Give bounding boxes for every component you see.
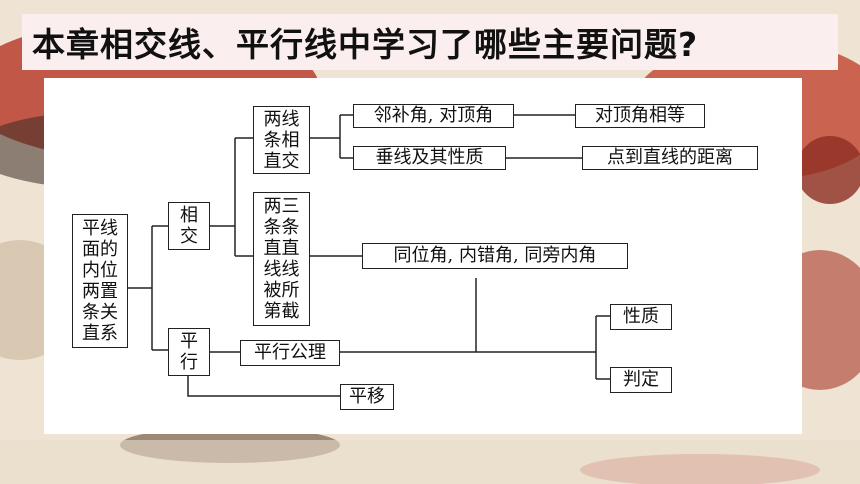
concept-map-panel: 平线 面的 内位 两置 条关 直系 相 交 平 行 两线 条相 直交 两三 条条… [44,78,802,434]
vertical-equal-label: 对顶角相等 [595,105,685,126]
angle-types-node: 同位角, 内错角, 同旁内角 [362,243,628,269]
properties-node: 性质 [610,304,672,330]
translation-label: 平移 [349,386,385,407]
point-line-distance-node: 点到直线的距离 [582,146,758,170]
adjacent-vertical-label: 邻补角, 对顶角 [373,105,494,126]
parallel-node: 平 行 [168,328,210,376]
perpendicular-label: 垂线及其性质 [375,147,484,168]
three-lines-label: 两三 条条 直直 线线 被所 第截 [263,196,300,322]
parallel-label: 平 行 [180,331,198,373]
intersect-node: 相 交 [168,202,210,250]
root-node: 平线 面的 内位 两置 条关 直系 [72,214,128,348]
parallel-axiom-label: 平行公理 [254,342,326,363]
two-lines-intersect-label: 两线 条相 直交 [263,108,300,172]
vertical-equal-node: 对顶角相等 [575,104,705,128]
point-line-distance-label: 点到直线的距离 [607,147,733,168]
root-label: 平线 面的 内位 两置 条关 直系 [82,218,118,344]
translation-node: 平移 [340,384,394,410]
parallel-axiom-node: 平行公理 [240,340,340,366]
three-lines-node: 两三 条条 直直 线线 被所 第截 [253,192,310,326]
two-lines-intersect-node: 两线 条相 直交 [253,106,310,174]
adjacent-vertical-node: 邻补角, 对顶角 [353,104,514,128]
perpendicular-node: 垂线及其性质 [353,146,506,170]
slide-title: 本章相交线、平行线中学习了哪些主要问题? [32,25,699,64]
title-bar: 本章相交线、平行线中学习了哪些主要问题? [22,14,838,70]
intersect-label: 相 交 [180,205,198,247]
angle-types-label: 同位角, 内错角, 同旁内角 [393,245,597,266]
criteria-label: 判定 [623,369,659,390]
criteria-node: 判定 [610,367,672,393]
properties-label: 性质 [623,306,659,327]
